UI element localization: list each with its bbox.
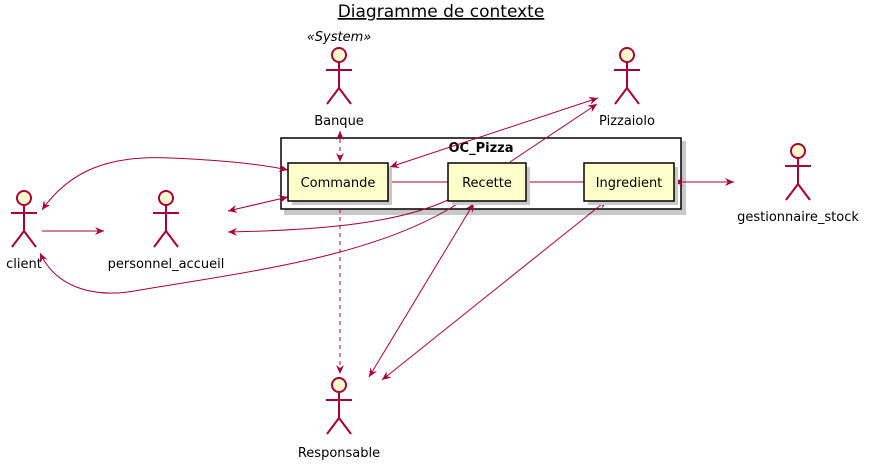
actor-pizzaiolo-label: Pizzaiolo <box>599 114 655 129</box>
link-responsable-recette <box>368 202 475 378</box>
component-ingredient-label: Ingredient <box>596 176 663 191</box>
actor-gestionnaire-stock-icon <box>785 143 811 201</box>
actor-gestionnaire-stock-label: gestionnaire_stock <box>737 210 859 225</box>
link-responsable-ingredient <box>381 199 608 381</box>
actor-gestionnaire-stock: gestionnaire_stock <box>737 143 859 225</box>
component-ingredient: Ingredient <box>583 162 678 205</box>
actor-pizzaiolo: Pizzaiolo <box>599 47 655 129</box>
actor-banque-icon <box>326 47 352 105</box>
actor-responsable: Responsable <box>298 377 380 461</box>
link-personnel-commande <box>227 195 289 213</box>
actor-pizzaiolo-icon <box>614 47 640 105</box>
component-commande: Commande <box>287 162 392 205</box>
diagram-title: Diagramme de contexte <box>338 2 545 22</box>
actor-client-icon <box>11 190 37 248</box>
actor-client-label: client <box>6 257 42 272</box>
actor-client: client <box>6 190 42 272</box>
actor-responsable-icon <box>326 377 352 435</box>
actor-personnel-accueil-label: personnel_accueil <box>108 257 225 272</box>
component-recette-label: Recette <box>462 176 512 191</box>
component-commande-label: Commande <box>301 176 376 191</box>
actor-banque-stereotype: «System» <box>307 30 372 45</box>
links <box>39 97 734 381</box>
actor-banque-label: Banque <box>314 114 364 129</box>
link-pizzaiolo-commande <box>389 97 599 168</box>
actor-responsable-label: Responsable <box>298 446 380 461</box>
actor-banque: «System» Banque <box>307 30 372 129</box>
package-label: OC_Pizza <box>449 141 514 156</box>
link-recette-pizzaiolo <box>509 103 598 163</box>
actor-personnel-accueil: personnel_accueil <box>108 190 225 272</box>
link-client-commande <box>41 157 289 211</box>
component-recette: Recette <box>447 162 530 205</box>
actor-personnel-accueil-icon <box>153 190 179 248</box>
